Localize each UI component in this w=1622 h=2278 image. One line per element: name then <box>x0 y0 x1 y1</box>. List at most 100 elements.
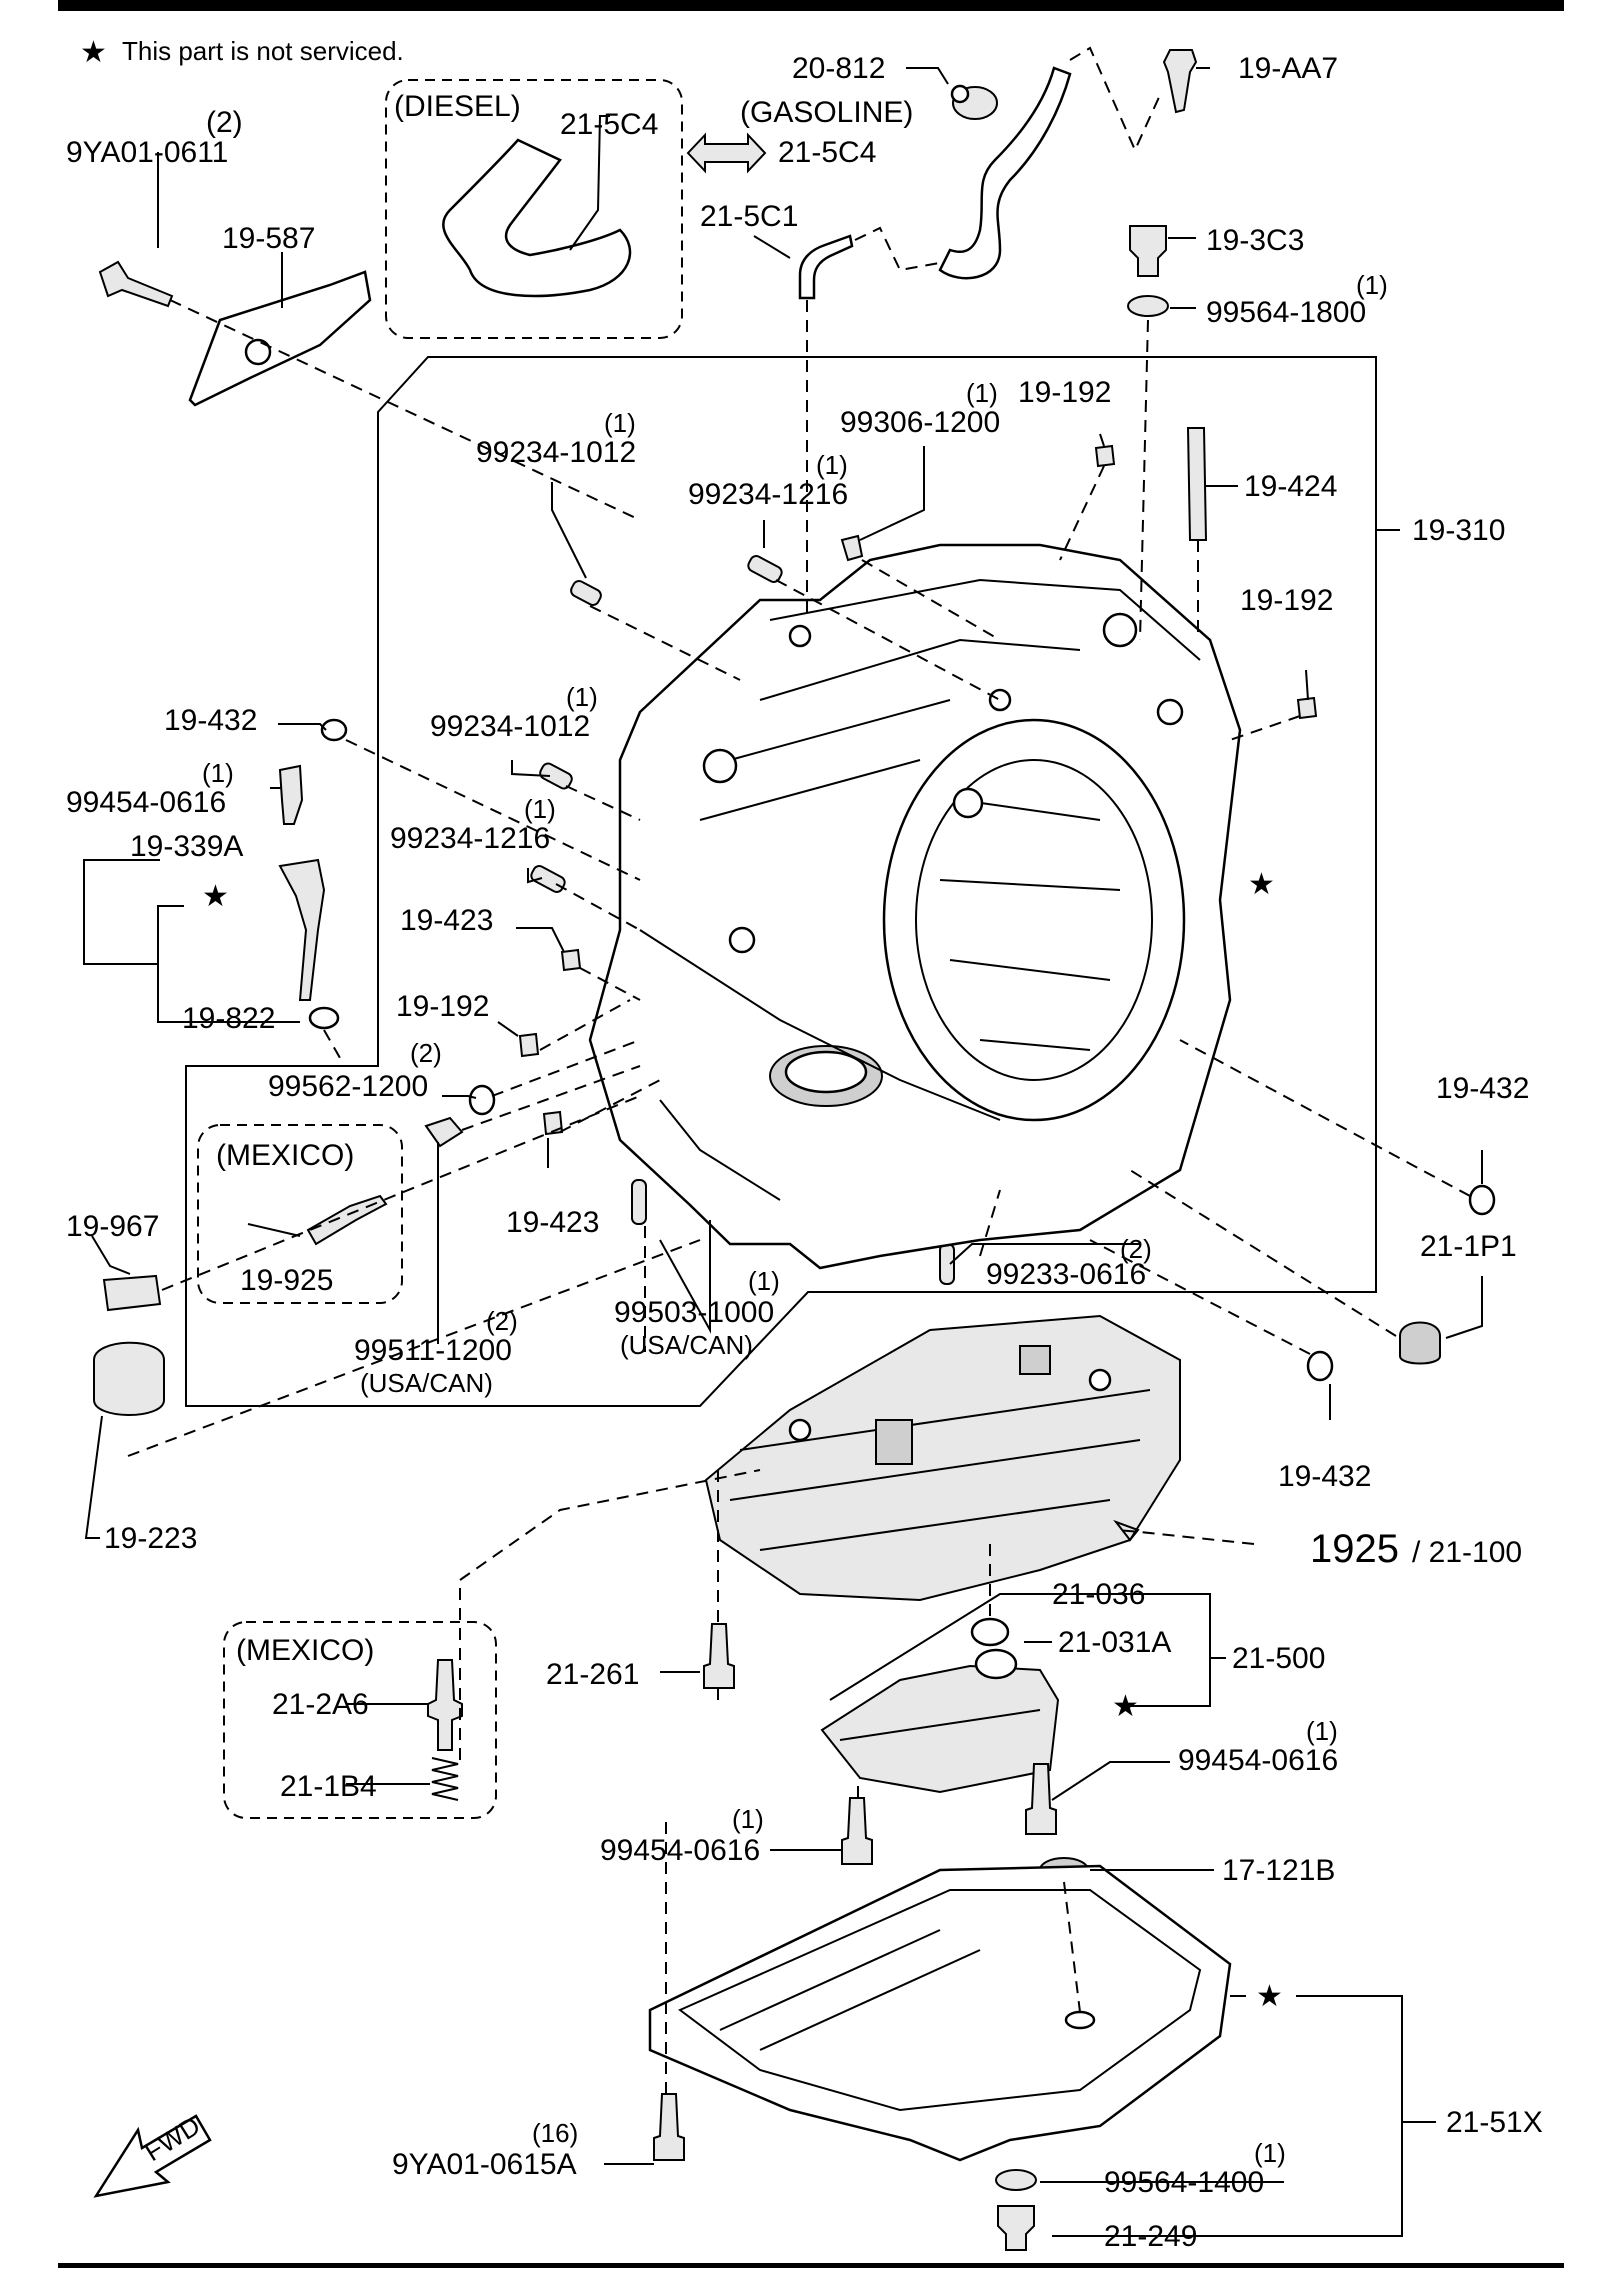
transaxle-case-19-310-icon <box>588 543 1242 1270</box>
qty-99234-1216a: (1) <box>816 450 848 480</box>
fwd-arrow-icon: FWD <box>93 2110 212 2198</box>
clamp-19-967-icon <box>102 1274 162 1312</box>
oil-pan-21-51x-icon <box>648 1864 1232 2162</box>
qty-9ya01-0611: (2) <box>206 106 243 139</box>
plug-19-192b-icon <box>1296 696 1318 720</box>
case-group-box <box>185 356 1377 1407</box>
qty-99511-1200: (2) <box>486 1306 518 1336</box>
pipe-dash <box>854 226 946 272</box>
label-9ya01-0615a: 9YA01-0615A <box>392 2148 577 2181</box>
pin-99234-1012b-icon <box>539 762 573 790</box>
label-17-121b: 17-121B <box>1222 1854 1335 1887</box>
label-9ya01-0611: 9YA01-0611 <box>66 136 228 169</box>
qty-99233-0616: (2) <box>1120 1234 1152 1264</box>
legend-star: ★ <box>80 36 107 69</box>
label-99564-1400: 99564-1400 <box>1104 2166 1264 2199</box>
mexico-group-box-b <box>223 1621 497 1819</box>
star-21-500: ★ <box>1112 1690 1139 1723</box>
label-99564-1800: 99564-1800 <box>1206 296 1366 329</box>
plug-19-3c3-icon <box>1129 225 1167 277</box>
plug-99511-1200-icon <box>424 1116 464 1148</box>
qty-99454-0616c: (1) <box>732 1804 764 1834</box>
seal-19-223-icon <box>93 1341 165 1416</box>
qty-99234-1012a: (1) <box>604 408 636 438</box>
qty-99562-1200: (2) <box>410 1038 442 1068</box>
qty-99454-0616a: (1) <box>202 758 234 788</box>
pin-99234-1216a-icon <box>747 555 783 583</box>
oring-19-822-icon <box>308 1006 340 1030</box>
label-19-925: 19-925 <box>240 1264 333 1297</box>
label-19-310: 19-310 <box>1412 514 1505 547</box>
plug-19-192c-icon <box>518 1032 540 1058</box>
oil-strainer-21-500-icon <box>820 1617 1060 1794</box>
label-99503-1000: 99503-1000 <box>614 1296 774 1329</box>
mexico-label-a: (MEXICO) <box>216 1139 354 1172</box>
star-19-339a: ★ <box>202 880 229 913</box>
label-19-192c: 19-192 <box>396 990 489 1023</box>
gasoline-label: (GASOLINE) <box>740 96 913 129</box>
washer-99564-1800-icon <box>1127 295 1169 317</box>
label-21-5c4-gas: 21-5C4 <box>778 136 876 169</box>
pin-99233-0616-icon <box>939 1243 955 1285</box>
label-99234-1012b: 99234-1012 <box>430 710 590 743</box>
label-21-5c4-diesel: 21-5C4 <box>560 108 658 141</box>
alternative-arrow-icon <box>686 132 767 174</box>
qty-99306-1200: (1) <box>966 378 998 408</box>
callout-labels: (2) 9YA01-0611 19-587 21-5C4 20-812 19-A… <box>66 52 1543 2253</box>
label-99234-1216a: 99234-1216 <box>688 478 848 511</box>
label-21-036: 21-036 <box>1052 1578 1145 1611</box>
ref-number: 1925 <box>1310 1527 1399 1571</box>
label-19-424: 19-424 <box>1244 470 1337 503</box>
label-99306-1200: 99306-1200 <box>840 406 1000 439</box>
label-19-3c3: 19-3C3 <box>1206 224 1304 257</box>
star-19-310: ★ <box>1248 868 1275 901</box>
qty-99503-1000: (1) <box>748 1266 780 1296</box>
label-19-432b: 19-432 <box>1436 1072 1529 1105</box>
oring-99562-1200-icon <box>468 1084 496 1116</box>
mexico-label-b: (MEXICO) <box>236 1634 374 1667</box>
control-valve-body-icon <box>704 1314 1181 1602</box>
label-21-5c1: 21-5C1 <box>700 200 798 233</box>
plug-21-1p1-icon <box>1399 1321 1441 1365</box>
hose-route-dash <box>1069 46 1161 153</box>
oring-19-432a-icon <box>320 718 348 742</box>
label-99454-0616c: 99454-0616 <box>600 1834 760 1867</box>
label-19-423b: 19-423 <box>506 1206 599 1239</box>
label-21-031a: 21-031A <box>1058 1626 1171 1659</box>
label-19-432a: 19-432 <box>164 704 257 737</box>
legend-note: This part is not serviced. <box>122 36 404 66</box>
label-19-967: 19-967 <box>66 1210 159 1243</box>
plug-19-192a-icon <box>1094 444 1116 468</box>
mexico-group-box-a <box>197 1124 403 1304</box>
label-19-432c: 19-432 <box>1278 1460 1371 1493</box>
label-20-812: 20-812 <box>792 52 885 85</box>
bolt-9ya01-0615a-icon <box>653 2093 685 2161</box>
pin-99503-1000-icon <box>631 1179 647 1225</box>
label-99562-1200: 99562-1200 <box>268 1070 428 1103</box>
oring-19-432b-icon <box>1468 1184 1496 1216</box>
label-21-1b4: 21-1B4 <box>280 1770 377 1803</box>
leader-lines <box>83 67 1483 2237</box>
gasket-99564-1400-icon <box>995 2169 1037 2191</box>
label-21-249: 21-249 <box>1104 2220 1197 2253</box>
bolt-9ya01-0611-icon <box>98 260 174 308</box>
ref-part: / 21-100 <box>1412 1536 1522 1569</box>
shield-hole-icon <box>244 338 272 366</box>
clip-20-812-center <box>950 84 970 104</box>
pin-99234-1012a-icon <box>570 580 602 606</box>
label-19-339a: 19-339A <box>130 830 243 863</box>
qty-9ya01-0615a: (16) <box>532 2118 578 2148</box>
diesel-hose-icon <box>442 138 632 298</box>
label-99234-1216b: 99234-1216 <box>390 822 550 855</box>
drain-plug-21-249-icon <box>997 2205 1035 2251</box>
region-99503-1000: (USA/CAN) <box>620 1330 753 1360</box>
qty-99564-1400: (1) <box>1254 2138 1286 2168</box>
label-21-51x: 21-51X <box>1446 2106 1543 2139</box>
label-19-aa7: 19-AA7 <box>1238 52 1338 85</box>
label-21-2a6: 21-2A6 <box>272 1688 369 1721</box>
bolt-99306-1200-icon <box>840 534 864 562</box>
shield-19-587-icon <box>188 270 372 407</box>
label-19-223: 19-223 <box>104 1522 197 1555</box>
gasoline-hose-icon <box>938 66 1072 280</box>
